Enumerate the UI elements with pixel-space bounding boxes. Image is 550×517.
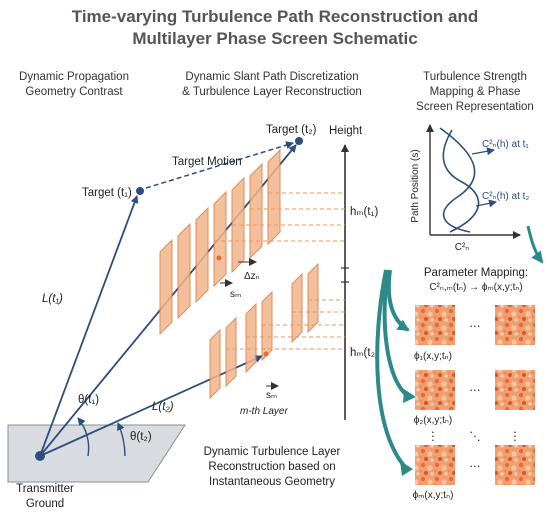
- title-line-2: Multilayer Phase Screen Schematic: [132, 29, 417, 48]
- cn2-t1-label: C²ₙ(h) at t₁: [482, 139, 529, 150]
- bottom-caption-line-3: Instantaneous Geometry: [209, 476, 335, 488]
- ground-plane: [7, 424, 186, 483]
- teal-arrows-to-screens: [375, 269, 410, 470]
- ellipsis-row-2: ⋯: [469, 385, 481, 397]
- phase-screen-1-b: [495, 305, 535, 345]
- lower-layer-point: [263, 351, 269, 357]
- bottom-caption-line-1: Dynamic Turbulence Layer: [204, 446, 341, 458]
- col1-heading-line-1: Dynamic Propagation: [19, 71, 129, 83]
- hm-t1-label: hₘ(t₁): [350, 206, 378, 218]
- col3-heading-line-1: Turbulence Strength: [423, 71, 527, 83]
- L-t2-label: L(t₂): [152, 401, 174, 413]
- ellipsis-row-1: ⋯: [469, 321, 481, 333]
- col3-heading-line-3: Screen Representation: [416, 101, 534, 113]
- lower-layer-6: [307, 262, 319, 334]
- upper-layer-4: [213, 190, 227, 288]
- phase-screen-M-b: [495, 445, 535, 485]
- s-m-lower-label: sₘ: [266, 390, 277, 401]
- upper-layer-7: [267, 148, 281, 246]
- ellipsis-row-M: ⋯: [469, 461, 481, 473]
- lower-layer-3: [245, 302, 257, 374]
- upper-layer-6: [249, 162, 263, 260]
- transmitter-label-line-2: Ground: [26, 498, 64, 510]
- transmitter-label-line-1: Transmitter: [16, 483, 74, 495]
- col1-heading: Dynamic Propagation Geometry Contrast: [19, 71, 129, 98]
- cn2-t1-arrow: [471, 147, 495, 156]
- target-t2-label: Target (t₂): [266, 124, 317, 136]
- vdots-right: ⋮: [509, 431, 521, 443]
- theta-t2-label: θ(t₂): [130, 431, 152, 443]
- delta-z-label: Δzₙ: [244, 271, 260, 282]
- teal-arrowhead-2: [403, 389, 416, 403]
- col3-heading-line-2: Mapping & Phase: [430, 86, 521, 98]
- col3-heading: Turbulence Strength Mapping & Phase Scre…: [416, 71, 534, 113]
- cn2-profile-plot: [426, 124, 521, 239]
- ddots-center: ⋱: [469, 431, 481, 443]
- col2-heading-line-1: Dynamic Slant Path Discretization: [185, 71, 358, 83]
- col1-heading-line-2: Geometry Contrast: [25, 86, 123, 98]
- los-lower-arrow: [39, 355, 263, 457]
- cn2-curve-t1: [439, 127, 476, 233]
- phi-M-label: ϕₘ(x,y;tₙ): [413, 490, 454, 501]
- target-motion-label: Target Motion: [172, 156, 242, 168]
- height-axis-label: Height: [329, 125, 363, 137]
- teal-arrow-to-mapping: [526, 225, 544, 264]
- teal-arrowhead-3: [400, 461, 413, 476]
- target-t1-label: Target (t₁): [82, 187, 132, 199]
- bottom-caption-line-2: Reconstruction based on: [208, 461, 335, 473]
- los-t1-arrow: [39, 195, 139, 457]
- param-mapping-title: Parameter Mapping:: [424, 267, 528, 279]
- cn2-t2-label: C²ₙ(h) at t₂: [482, 191, 529, 202]
- target-motion-arrow: [145, 141, 294, 189]
- upper-layer-3: [195, 206, 209, 304]
- theta-t2-arc: [117, 422, 126, 457]
- lower-layer-4: [261, 290, 273, 362]
- L-t1-label: L(t₁): [42, 293, 63, 305]
- phase-screen-1-a: [415, 305, 455, 345]
- upper-layer-2: [177, 222, 191, 320]
- lower-layer-stack: [209, 262, 319, 400]
- upper-layer-stack: [159, 148, 281, 336]
- hm-t2-label: hₘ(t₂): [350, 347, 379, 359]
- phase-screens: [415, 305, 535, 485]
- title-line-1: Time-varying Turbulence Path Reconstruct…: [72, 7, 479, 26]
- profile-x-label: C²ₙ: [455, 242, 470, 253]
- phase-screen-2-a: [415, 370, 455, 410]
- lower-layer-2: [225, 316, 237, 388]
- cn2-t2-arrow: [475, 199, 497, 208]
- upper-layer-5: [231, 176, 245, 274]
- target-t1-point: [136, 187, 144, 195]
- col2-heading: Dynamic Slant Path Discretization & Turb…: [182, 71, 362, 98]
- theta-t1-label: θ(t₁): [78, 394, 99, 406]
- phase-screen-2-b: [495, 370, 535, 410]
- height-guides: [214, 192, 345, 350]
- s-m-upper-label: sₘ: [230, 289, 241, 300]
- lower-layer-1: [209, 328, 221, 400]
- param-mapping-formula: C²ₙ,ₘ(tₙ) → ϕₘ(x,y;tₙ): [429, 282, 522, 293]
- phi-2-label: ϕ₂(x,y;tₙ): [414, 415, 452, 426]
- cn2-curve-t2: [442, 129, 480, 233]
- phase-screen-M-a: [415, 445, 455, 485]
- profile-y-label: Path Position (s): [410, 149, 421, 222]
- lower-layer-5: [291, 272, 303, 344]
- vdots-left: ⋮: [427, 431, 439, 443]
- upper-layer-1: [159, 238, 173, 336]
- mth-layer-label: m-th Layer: [240, 406, 288, 417]
- phi-1-label: ϕ₁(x,y;tₙ): [414, 351, 452, 362]
- theta-t1-arc: [77, 417, 90, 457]
- target-t2-point: [295, 137, 303, 145]
- col2-heading-line-2: & Turbulence Layer Reconstruction: [182, 86, 362, 98]
- upper-layer-point: [216, 255, 222, 261]
